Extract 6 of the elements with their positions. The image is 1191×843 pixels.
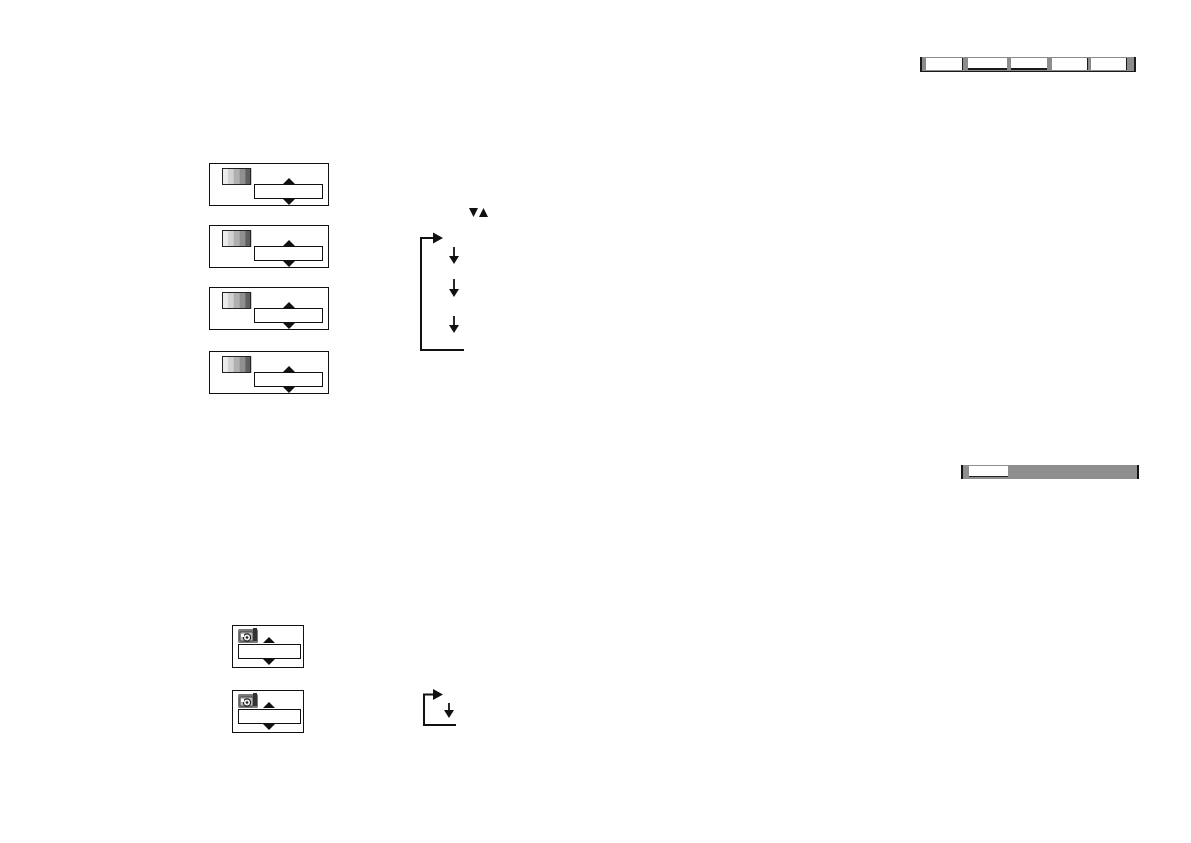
display-box [232,625,304,668]
display-box [232,690,304,733]
display-box [209,225,329,268]
display-box [209,351,329,394]
display-box [209,163,329,206]
display-box [209,287,329,330]
